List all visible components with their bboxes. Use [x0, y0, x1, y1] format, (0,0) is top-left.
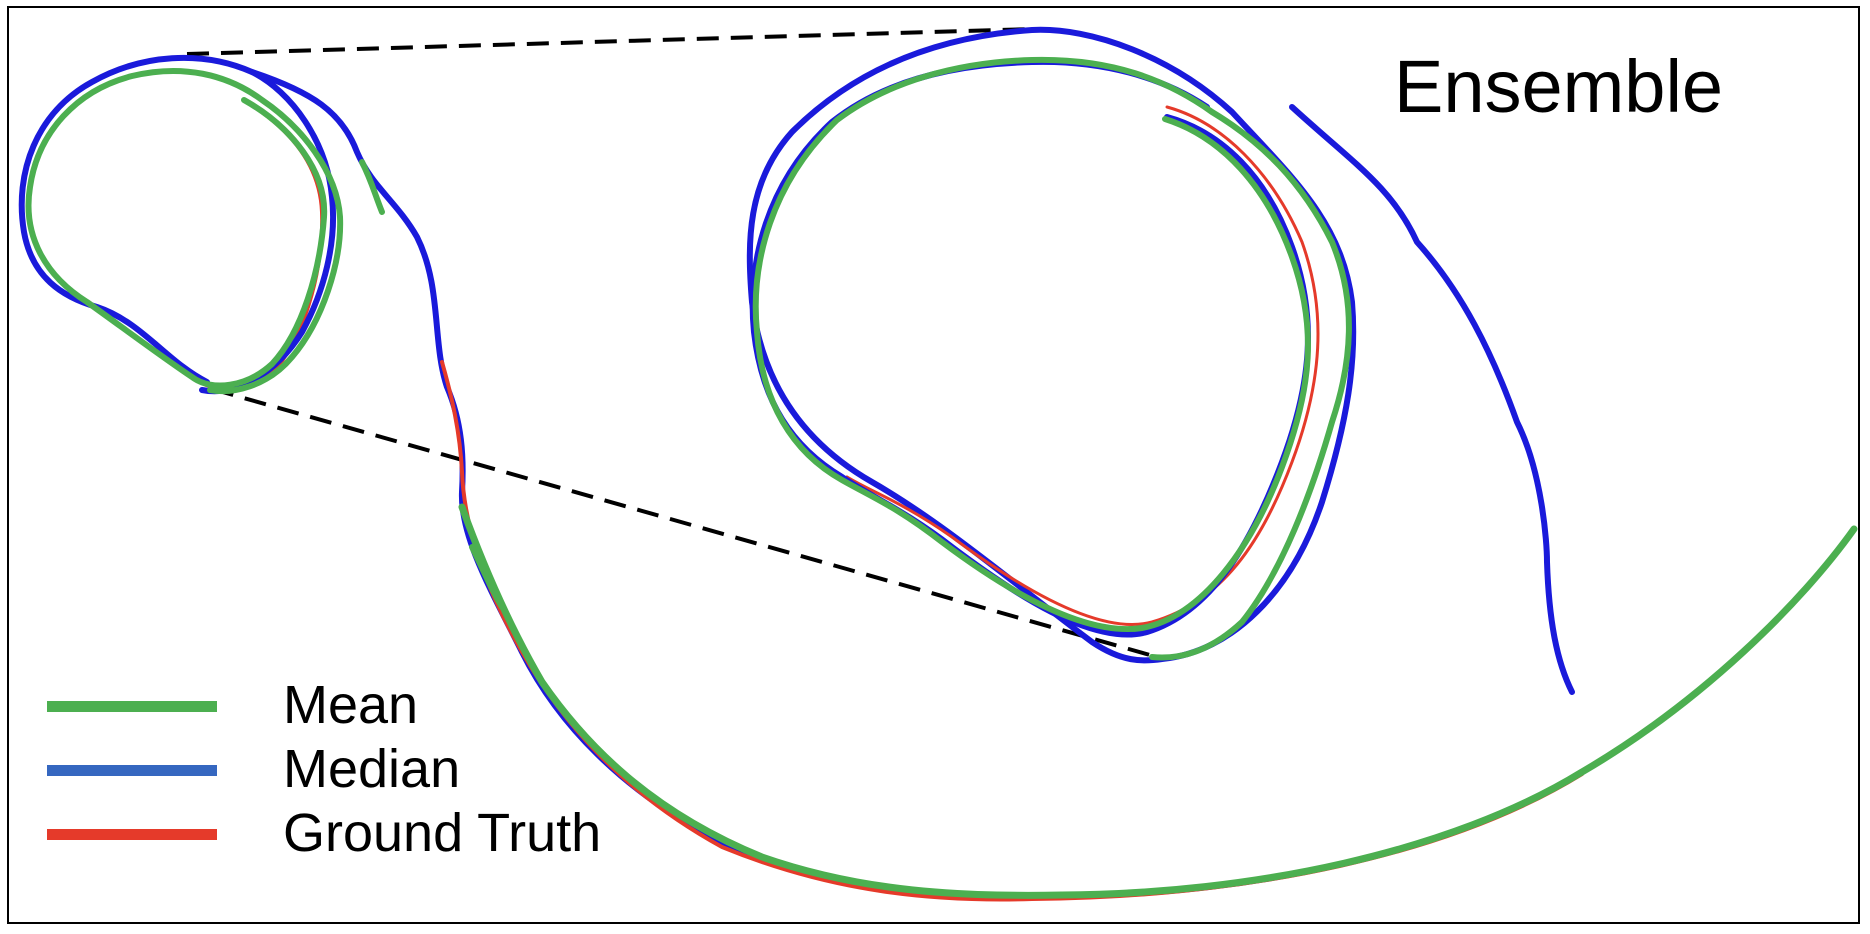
legend-label-ground-truth: Ground Truth — [283, 803, 602, 863]
large-loop — [746, 26, 1575, 695]
legend-item-mean: Mean — [47, 668, 747, 746]
small-loop — [18, 54, 344, 395]
legend: Mean Median Ground Truth — [47, 668, 747, 908]
legend-item-median: Median — [47, 732, 747, 810]
zoom-connector — [186, 27, 1158, 659]
legend-item-ground-truth: Ground Truth — [47, 796, 747, 874]
long-path-mean-trace — [458, 503, 1858, 899]
large-loop-mean-inner-trace — [752, 56, 1352, 661]
legend-swatch-ground-truth — [47, 829, 217, 840]
trajectory-plot — [18, 26, 1858, 902]
figure-title: Ensemble — [1394, 45, 1724, 128]
legend-label-median: Median — [283, 739, 461, 799]
figure-frame: Ensemble Mean Median Ground Truth — [7, 6, 1860, 924]
small-loop-mean-trace — [25, 68, 344, 394]
legend-swatch-median — [47, 765, 217, 776]
zoom-connector-bottom — [211, 387, 1158, 659]
zoom-connector-top — [186, 27, 1033, 56]
large-loop-ground-truth-trace — [845, 105, 1320, 626]
long-path — [249, 69, 1858, 902]
legend-swatch-mean — [47, 701, 217, 712]
large-loop-median-outer-trace — [746, 26, 1575, 695]
legend-label-mean: Mean — [283, 675, 419, 735]
small-loop-median-trace — [18, 54, 337, 395]
large-loop-median-inner-trace — [749, 58, 1311, 638]
long-path-mean-segments — [359, 159, 505, 610]
